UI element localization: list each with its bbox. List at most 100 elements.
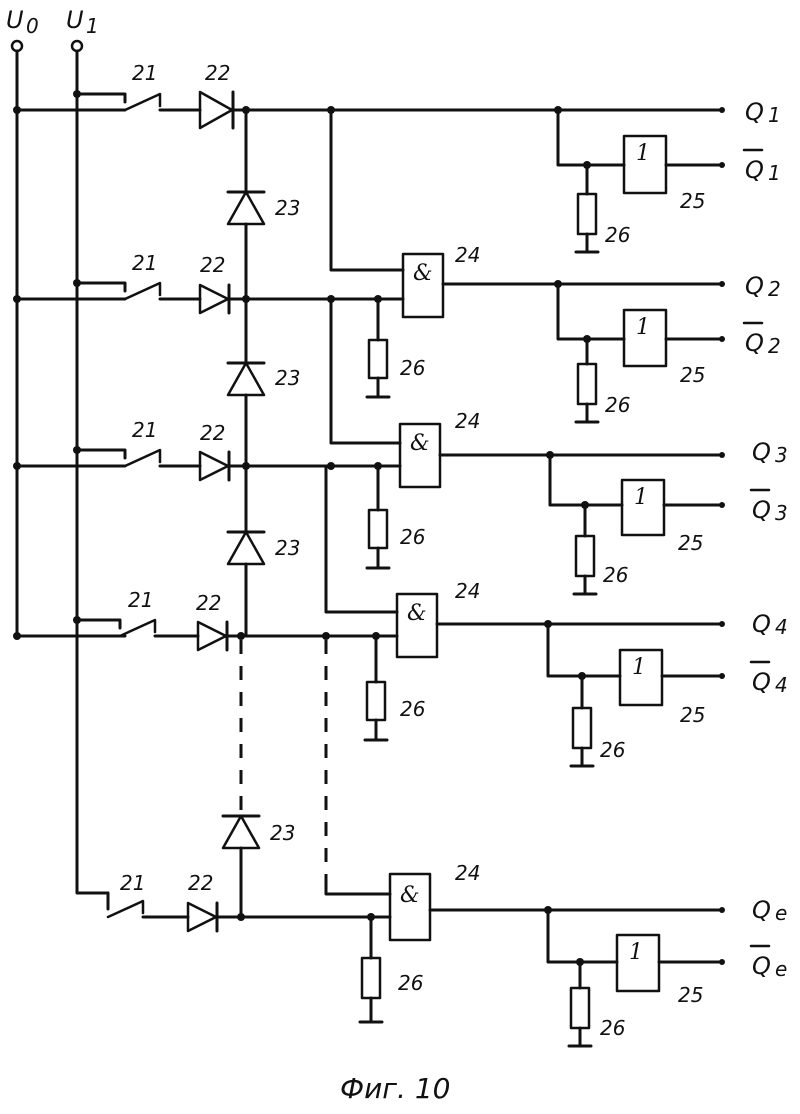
diode-22 xyxy=(200,285,229,313)
rail-u1-sub: 1 xyxy=(86,14,99,38)
row-3: 21 22 & 24 26 Q 3 1 Q 3 25 26 xyxy=(13,299,788,594)
output-q-sub: e xyxy=(775,901,787,925)
label-not-gate: 25 xyxy=(680,703,705,727)
not-symbol: 1 xyxy=(636,315,650,340)
junction-dot xyxy=(237,913,245,921)
output-q: Q xyxy=(745,272,764,300)
rail-u0-label: U xyxy=(6,6,24,34)
output-dot xyxy=(719,107,725,113)
label-switch: 21 xyxy=(132,61,157,85)
label-resistor: 26 xyxy=(400,525,425,549)
output-dot xyxy=(719,907,725,913)
junction-dot xyxy=(327,462,335,470)
switch-21 xyxy=(108,901,143,917)
label-resistor: 26 xyxy=(600,1016,625,1040)
output-dot xyxy=(719,959,725,965)
rail-u1-label: U xyxy=(66,6,84,34)
label-chain-diode: 23 xyxy=(275,366,300,390)
label-switch: 21 xyxy=(120,871,145,895)
rail-u0: U 0 xyxy=(6,6,39,636)
output-dot xyxy=(719,281,725,287)
label-and-gate: 24 xyxy=(455,243,480,267)
wire xyxy=(548,624,620,676)
junction-dot xyxy=(322,632,330,640)
output-q-sub: 2 xyxy=(768,277,781,301)
label-switch: 21 xyxy=(128,588,153,612)
output-qbar-sub: e xyxy=(775,957,787,981)
wire xyxy=(548,910,617,962)
diode-22 xyxy=(188,903,217,931)
not-symbol: 1 xyxy=(629,940,643,965)
label-resistor: 26 xyxy=(605,223,630,247)
not-symbol: 1 xyxy=(632,655,646,680)
resistor-26 xyxy=(576,165,598,252)
resistor-26 xyxy=(367,299,389,397)
and-symbol: & xyxy=(413,261,433,286)
resistor-26 xyxy=(569,962,591,1046)
diode-22 xyxy=(200,92,233,128)
label-resistor: 26 xyxy=(600,738,625,762)
switch-21 xyxy=(120,620,155,636)
junction-dot xyxy=(242,462,250,470)
wire xyxy=(77,94,125,102)
diode-23 xyxy=(223,816,259,848)
output-q: Q xyxy=(752,610,771,638)
label-switch: 21 xyxy=(132,418,157,442)
wire xyxy=(77,620,120,628)
output-qbar-sub: 2 xyxy=(768,334,781,358)
resistor-26 xyxy=(571,676,593,766)
and-symbol: & xyxy=(400,883,420,908)
label-not-gate: 25 xyxy=(678,983,703,1007)
switch-21 xyxy=(125,283,160,299)
label-not-gate: 25 xyxy=(680,189,705,213)
output-qbar-sub: 4 xyxy=(775,673,788,697)
junction-dot xyxy=(237,632,245,640)
label-chain-diode: 23 xyxy=(275,196,300,220)
label-not-gate: 25 xyxy=(680,363,705,387)
output-dot xyxy=(719,502,725,508)
output-dot xyxy=(719,162,725,168)
output-qbar: Q xyxy=(745,329,764,357)
wire xyxy=(331,110,403,270)
output-q-sub: 3 xyxy=(775,443,788,467)
junction-dot xyxy=(242,295,250,303)
figure-caption: Фиг. 10 xyxy=(340,1072,450,1105)
resistor-26 xyxy=(576,339,598,422)
diode-chain: 23 23 23 23 xyxy=(223,110,300,917)
not-symbol: 1 xyxy=(634,485,648,510)
resistor-26 xyxy=(367,466,389,568)
row-1: 21 22 Q 1 1 Q 1 25 26 xyxy=(13,61,781,252)
label-input-diode: 22 xyxy=(188,871,213,895)
output-dot xyxy=(719,452,725,458)
wire xyxy=(558,110,624,165)
label-resistor: 26 xyxy=(603,563,628,587)
output-dot xyxy=(719,621,725,627)
rail-u1-wire xyxy=(77,51,108,893)
wire xyxy=(550,455,622,505)
output-qbar: Q xyxy=(752,952,771,980)
diode-23 xyxy=(228,532,264,564)
label-input-diode: 22 xyxy=(196,591,221,615)
label-input-diode: 22 xyxy=(200,253,225,277)
wire xyxy=(77,283,125,291)
output-q-sub: 1 xyxy=(768,103,781,127)
output-q: Q xyxy=(752,896,771,924)
label-chain-diode: 23 xyxy=(275,536,300,560)
output-q: Q xyxy=(752,438,771,466)
resistor-26 xyxy=(574,505,596,594)
resistor-26 xyxy=(360,917,382,1022)
output-qbar-sub: 3 xyxy=(775,501,788,525)
label-switch: 21 xyxy=(132,251,157,275)
diode-23 xyxy=(228,192,264,224)
output-qbar: Q xyxy=(752,668,771,696)
label-and-gate: 24 xyxy=(455,409,480,433)
output-qbar: Q xyxy=(752,496,771,524)
wire xyxy=(326,880,390,894)
diode-22 xyxy=(200,452,229,480)
label-input-diode: 22 xyxy=(200,421,225,445)
label-chain-diode: 23 xyxy=(270,821,295,845)
wire xyxy=(558,284,624,339)
label-resistor: 26 xyxy=(400,356,425,380)
switch-21 xyxy=(125,94,160,110)
